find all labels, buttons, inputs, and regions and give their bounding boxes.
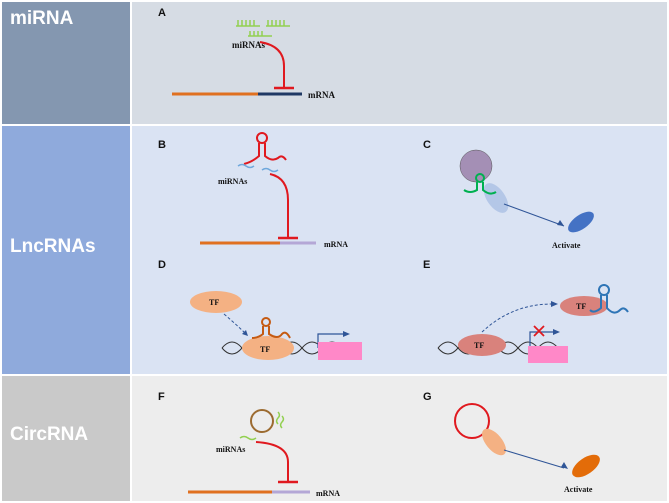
activation-arrow-icon	[503, 203, 565, 227]
target-protein-icon	[572, 454, 600, 478]
gene-box-icon	[528, 346, 568, 363]
panel-f-mrna-label: mRNA	[316, 489, 340, 498]
inhibition-line-icon	[255, 441, 289, 482]
panel-e-tf-label-1: TF	[474, 341, 484, 350]
tf-bound-icon	[458, 334, 506, 356]
panel-d-tf-label-1: TF	[209, 298, 219, 307]
blocked-x-icon	[533, 325, 545, 337]
mirna-strands-icon	[236, 20, 290, 37]
lncrna-hairpin-icon	[243, 132, 287, 165]
lncrna-hairpin-icon	[589, 284, 629, 314]
panel-c-activate-label: Activate	[552, 241, 581, 250]
panels-fg-diagram: F miRNAs mRNA G Activate	[158, 391, 600, 498]
tf-free-icon	[190, 291, 242, 313]
circrna-ring-icon	[454, 403, 490, 439]
panel-c-letter: C	[423, 139, 431, 151]
section-lncrnas-label: LncRNAs	[10, 236, 96, 257]
tf-bound-icon	[242, 336, 294, 360]
panel-a-letter: A	[158, 7, 166, 19]
arrowhead-icon	[561, 462, 568, 469]
protein-shape-icon	[482, 428, 506, 456]
mirna-bound-icon	[237, 163, 279, 173]
section-mirna: miRNA A miRNAs	[0, 2, 669, 124]
section-circrna-sidebar: CircRNA	[2, 376, 130, 501]
panel-b-mrna-label: mRNA	[324, 240, 348, 249]
mirna-strands-icon	[239, 411, 285, 441]
panel-b-letter: B	[158, 139, 166, 151]
protein-shape-icon	[483, 183, 509, 213]
panel-a-mrna-label: mRNA	[308, 90, 335, 100]
panel-g-letter: G	[423, 391, 432, 403]
section-circrna-label: CircRNA	[10, 424, 89, 445]
section-lncrnas: LncRNAs B miRNAs mRNA C	[0, 126, 669, 374]
arrowhead-icon	[553, 329, 560, 335]
arrowhead-icon	[242, 330, 248, 336]
activation-arrow-icon	[503, 449, 565, 469]
lncrna-hairpin-icon	[251, 317, 291, 339]
arrowhead-icon	[551, 301, 558, 307]
panel-f-mirnas-label: miRNAs	[216, 445, 245, 454]
inhibition-line-icon	[269, 173, 289, 238]
panel-e-tf-label-2: TF	[576, 302, 586, 311]
section-mirna-panel: A miRNAs mRNA	[132, 2, 667, 124]
circrna-ring-icon	[250, 409, 274, 433]
transcription-arrow-icon	[529, 331, 556, 346]
panel-e-letter: E	[423, 259, 430, 271]
section-lncrnas-sidebar: LncRNAs	[2, 126, 130, 374]
gene-box-icon	[318, 342, 362, 360]
dashed-arrow-icon	[223, 313, 247, 335]
panel-f-letter: F	[158, 391, 165, 403]
panel-a-mirnas-label: miRNAs	[232, 40, 265, 50]
inhibition-line-icon	[259, 41, 285, 88]
panel-a-diagram: A miRNAs mRNA	[158, 7, 335, 100]
section-lncrnas-panel: B miRNAs mRNA C	[132, 126, 667, 374]
panel-d-letter: D	[158, 259, 166, 271]
section-mirna-sidebar: miRNA	[2, 2, 130, 124]
panel-d-tf-label-2: TF	[260, 345, 270, 354]
arrowhead-icon	[343, 331, 350, 337]
dashed-arrow-icon	[481, 303, 553, 333]
arrowhead-icon	[557, 220, 564, 226]
section-circrna-panel: F miRNAs mRNA G Activate	[132, 376, 667, 501]
panel-g-activate-label: Activate	[564, 485, 593, 494]
panels-bcde-diagram: B miRNAs mRNA C	[158, 132, 629, 363]
target-protein-icon	[568, 211, 594, 233]
lncrna-hairpin-icon	[463, 173, 497, 195]
section-circrna: CircRNA F miRNAs mRNA G Activate	[0, 376, 669, 501]
panel-b-mirnas-label: miRNAs	[218, 177, 247, 186]
section-mirna-label: miRNA	[10, 8, 74, 29]
